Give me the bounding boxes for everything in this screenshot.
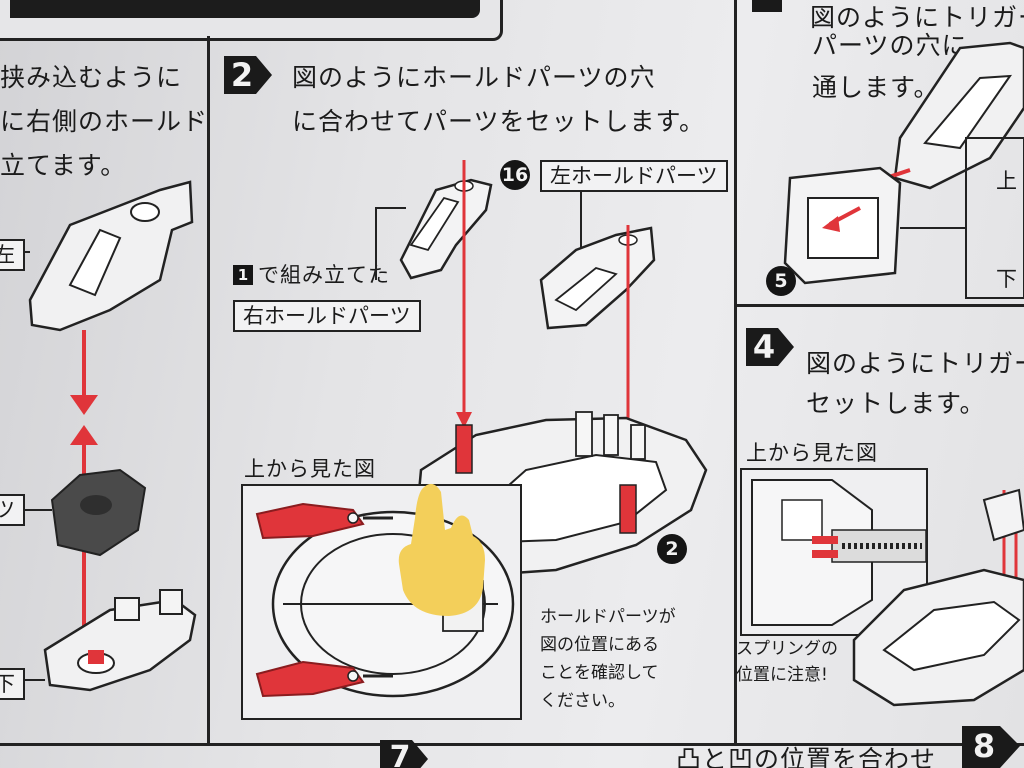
right-hold-part-illustration xyxy=(399,178,493,280)
step2-note-line-1: ホールドパーツが xyxy=(540,607,676,627)
right-hold-part-illustration xyxy=(28,180,194,332)
step3-label-bottom: 下 xyxy=(996,267,1018,291)
step3-diagram xyxy=(783,41,1024,299)
part-5-illustration xyxy=(783,166,902,285)
step4-badge xyxy=(746,328,794,366)
step2-note-line-2: 図の位置にある xyxy=(540,635,659,655)
left-label-mid: ツ xyxy=(0,494,25,526)
step2-instruction-line-2: に合わせてパーツをセットします。 xyxy=(292,107,706,136)
step1-diagram xyxy=(0,180,197,692)
step7-number: 7 xyxy=(389,740,411,768)
step2-instruction-line-1: 図のようにホールドパーツの穴 xyxy=(292,63,656,92)
dark-part-illustration xyxy=(50,468,147,557)
left-label-bottom: 下 xyxy=(0,668,25,700)
part-number-16-badge: 16 xyxy=(500,160,530,190)
step2-note-line-4: ください。 xyxy=(540,691,625,711)
step4-spring-note-line-1: スプリングの xyxy=(736,639,838,659)
divider-left xyxy=(207,36,210,746)
part-number-5-badge: 5 xyxy=(766,266,796,296)
divider-bottom xyxy=(0,743,1024,746)
divider-step3-step4 xyxy=(734,304,1024,307)
step7-instruction: 凸と凹の位置を合わせ xyxy=(676,745,937,768)
right-hold-part-label: 右ホールドパーツ xyxy=(233,300,421,332)
left-instruction-line-1: 挟み込むように xyxy=(0,63,183,92)
step4-top-view-label: 上から見た図 xyxy=(746,441,878,465)
step4-instruction-line-2: セットします。 xyxy=(806,389,986,418)
step8-badge xyxy=(962,726,1020,768)
step2-badge xyxy=(224,56,272,94)
step4-top-view-box xyxy=(740,468,928,636)
step4-instruction-line-1: 図のようにトリガー xyxy=(806,349,1024,378)
step1-ref-text: で組み立てた xyxy=(258,263,390,287)
finger-shape xyxy=(398,483,485,616)
step3-badge-fragment xyxy=(752,0,782,12)
step7-badge xyxy=(380,740,428,768)
step4-number: 4 xyxy=(752,328,776,366)
step4-spring-note-line-2: 位置に注意! xyxy=(736,665,828,685)
base-part-illustration xyxy=(414,411,708,577)
step3-instruction-line-3: 通します。 xyxy=(812,73,940,102)
step1-ref-badge: 1 xyxy=(233,265,253,285)
header-banner-band xyxy=(10,0,480,18)
step3-label-top: 上 xyxy=(996,169,1018,193)
bottom-part-illustration xyxy=(43,589,197,692)
step2-diagram xyxy=(375,160,708,577)
trigger-frame-illustration xyxy=(893,41,1024,190)
step2-top-view-label: 上から見た図 xyxy=(244,457,376,481)
finger-overlay xyxy=(393,478,493,622)
left-instruction-line-2: に右側のホールド xyxy=(0,107,209,136)
part-number-2-badge: 2 xyxy=(657,534,687,564)
divider-right xyxy=(734,0,737,746)
step3-instruction-line-2: パーツの穴に xyxy=(812,31,968,60)
step3-instruction-line-1: 図のようにトリガー xyxy=(810,3,1024,32)
step2-number: 2 xyxy=(230,56,254,94)
step4-diagram xyxy=(852,488,1024,707)
step4-top-view-illustration xyxy=(751,479,927,626)
step2-note-line-3: ことを確認して xyxy=(540,663,659,683)
left-hold-part-label: 左ホールドパーツ xyxy=(540,160,728,192)
left-hold-part-illustration xyxy=(539,226,656,330)
step8-number: 8 xyxy=(972,727,996,765)
left-instruction-line-3: 立てます。 xyxy=(0,151,127,180)
left-label-top: 左 xyxy=(0,239,25,271)
